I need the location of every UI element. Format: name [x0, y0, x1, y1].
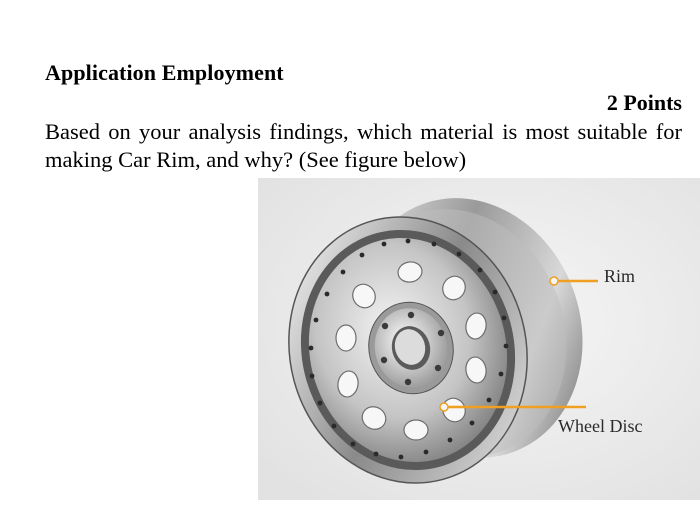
car-rim-illustration	[258, 178, 700, 500]
wheel-disc-label: Wheel Disc	[558, 416, 643, 436]
section-heading: Application Employment	[45, 60, 284, 85]
rim-label: Rim	[604, 266, 636, 286]
car-rim-figure: Rim Wheel Disc	[258, 178, 700, 500]
points-label: 2 Points	[606, 90, 682, 115]
question-text: Based on your analysis findings, which m…	[45, 119, 682, 172]
